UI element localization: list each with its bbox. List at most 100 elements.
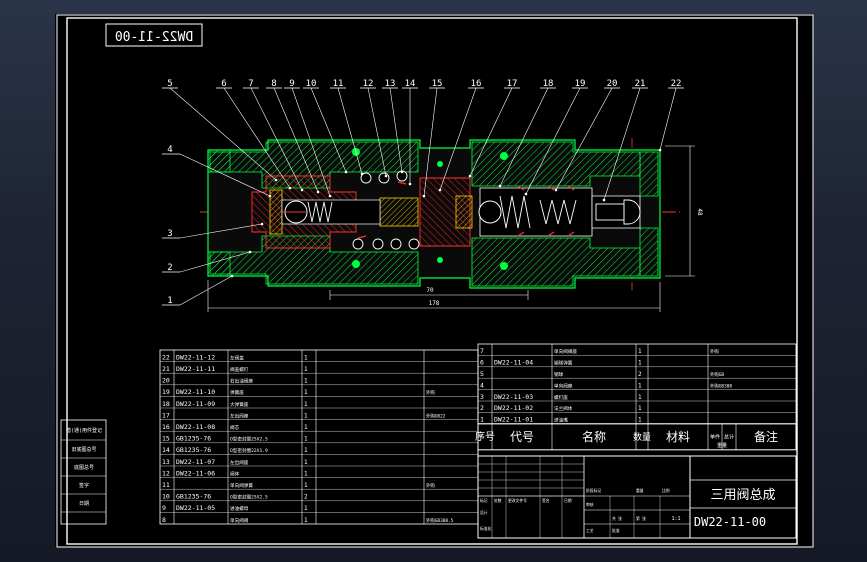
bom-cell-qty: 1 <box>304 354 308 361</box>
bom-cell-no: 1 <box>480 416 484 424</box>
bom-cell-qty: 1 <box>304 366 308 373</box>
bom-cell-note: 外购GB <box>710 371 724 378</box>
balloon-label: 4 <box>167 145 172 155</box>
bom-cell-qty: 1 <box>304 517 308 524</box>
bom-cell-no: 7 <box>480 347 484 355</box>
bom-cell-code: DW22-11-08 <box>176 423 215 431</box>
balloon-label: 10 <box>306 79 317 89</box>
bom-cell-name: 钢球 <box>554 371 564 378</box>
balloon-label: 19 <box>575 79 586 89</box>
bom-cell-note: 外购 <box>426 482 435 489</box>
top-drawing-number: DW22-11-00 <box>115 30 193 45</box>
bom-cell-name: O型密封圈22X1.9 <box>230 447 268 454</box>
bom-cell-no: 2 <box>480 404 484 412</box>
bom-header-cell: 单件 <box>710 433 720 440</box>
balloon-21: 21 <box>602 79 648 202</box>
bom-header-cell: 数量 <box>633 431 651 443</box>
bom-cell-qty: 1 <box>638 360 642 367</box>
title-block-label: 阶段标记 <box>586 488 601 493</box>
title-block-label: 标准化 <box>480 526 492 531</box>
title-block: 三用阀总成 DW22-11-00 1:1 标记处数更改文件号签名日期设计标准化审… <box>477 455 797 539</box>
dimensions <box>207 145 695 312</box>
balloon-label: 6 <box>221 79 226 89</box>
balloon-label: 1 <box>167 296 172 306</box>
bom-cell-qty: 2 <box>304 494 308 501</box>
bom-cell-no: 15 <box>162 435 170 443</box>
bom-cell-qty: 1 <box>304 436 308 443</box>
bom-cell-code: DW22-11-01 <box>494 416 533 424</box>
bom-cell-name: 单向阀阀座 <box>554 348 577 355</box>
bom-cell-code: DW22-11-10 <box>176 388 215 396</box>
balloon-label: 14 <box>405 79 416 89</box>
bom-cell-no: 22 <box>162 353 170 361</box>
balloon-label: 5 <box>167 79 172 89</box>
bom-cell-code: DW22-11-12 <box>176 353 215 361</box>
bom-cell-code: DW22-11-04 <box>494 359 533 367</box>
bom-cell-no: 9 <box>162 504 166 512</box>
bom-cell-name: 螺钉座 <box>554 394 568 401</box>
bom-cell-no: 16 <box>162 423 170 431</box>
bom-cell-code: DW22-11-02 <box>494 404 533 412</box>
balloon-15: 15 <box>422 79 445 198</box>
bom-cell-code: DW22-11-11 <box>176 365 215 373</box>
title-block-label: 共 张 <box>612 516 622 521</box>
bom-cell-qty: 1 <box>638 405 642 412</box>
balloon-20: 20 <box>554 79 620 192</box>
bom-cell-no: 21 <box>162 365 170 373</box>
balloon-label: 8 <box>271 79 276 89</box>
bom-cell-name: 大弹簧座 <box>230 401 249 408</box>
bom-cell-no: 17 <box>162 411 170 419</box>
bom-cell-no: 19 <box>162 388 170 396</box>
dimension-178: 178 <box>429 300 440 307</box>
outer-border <box>56 14 814 548</box>
bom-cell-qty: 1 <box>638 417 642 424</box>
bom-header-cell: 备注 <box>754 429 778 444</box>
bom-cell-no: 4 <box>480 381 484 389</box>
bom-cell-no: 12 <box>162 469 170 477</box>
title-block-label: 重量 <box>636 488 644 493</box>
left-label-1: 旧底图总号 <box>71 446 96 453</box>
bom-header-cell: 总计 <box>724 433 734 440</box>
balloon-17: 17 <box>468 79 520 178</box>
bom-cell-qty: 1 <box>304 459 308 466</box>
bom-cell-name: 单向阀弹簧 <box>230 482 253 489</box>
title-block-label: 更改文件号 <box>508 498 527 503</box>
balloon-label: 17 <box>507 79 518 89</box>
balloon-label: 21 <box>635 79 646 89</box>
title-block-label: 第 张 <box>636 516 646 521</box>
bom-cell-code: DW22-11-07 <box>176 458 215 466</box>
bom-cell-qty: 1 <box>304 389 308 396</box>
bom-cell-code: DW22-11-09 <box>176 400 215 408</box>
bom-cell-name: 单向阀阀 <box>230 517 249 524</box>
balloon-label: 15 <box>432 79 443 89</box>
bom-cell-qty: 1 <box>304 447 308 454</box>
title-block-scale: 1:1 <box>671 516 680 522</box>
bom-cell-name: 右出油阀座 <box>230 378 253 385</box>
balloon-1: 1 <box>162 274 234 306</box>
bom-cell-note: 外购 <box>426 389 435 396</box>
bom-cell-no: 10 <box>162 493 170 501</box>
bom-cell-code: DW22-11-06 <box>176 469 215 477</box>
bom-cell-no: 11 <box>162 481 170 489</box>
drawing-sheet <box>55 14 813 547</box>
bom-cell-qty: 1 <box>638 348 642 355</box>
balloon-8: 8 <box>266 79 320 194</box>
balloon-19: 19 <box>524 79 588 196</box>
bom-cell-name: O型密封圈25X2.5 <box>230 436 268 443</box>
left-label-2: 底图总号 <box>74 464 94 471</box>
bom-cell-no: 3 <box>480 393 484 401</box>
bom-header-cell: 材料 <box>666 430 690 444</box>
title-block-label: 比例 <box>662 488 670 493</box>
bom-cell-note: 外购 <box>710 348 719 355</box>
balloon-18: 18 <box>498 79 556 188</box>
